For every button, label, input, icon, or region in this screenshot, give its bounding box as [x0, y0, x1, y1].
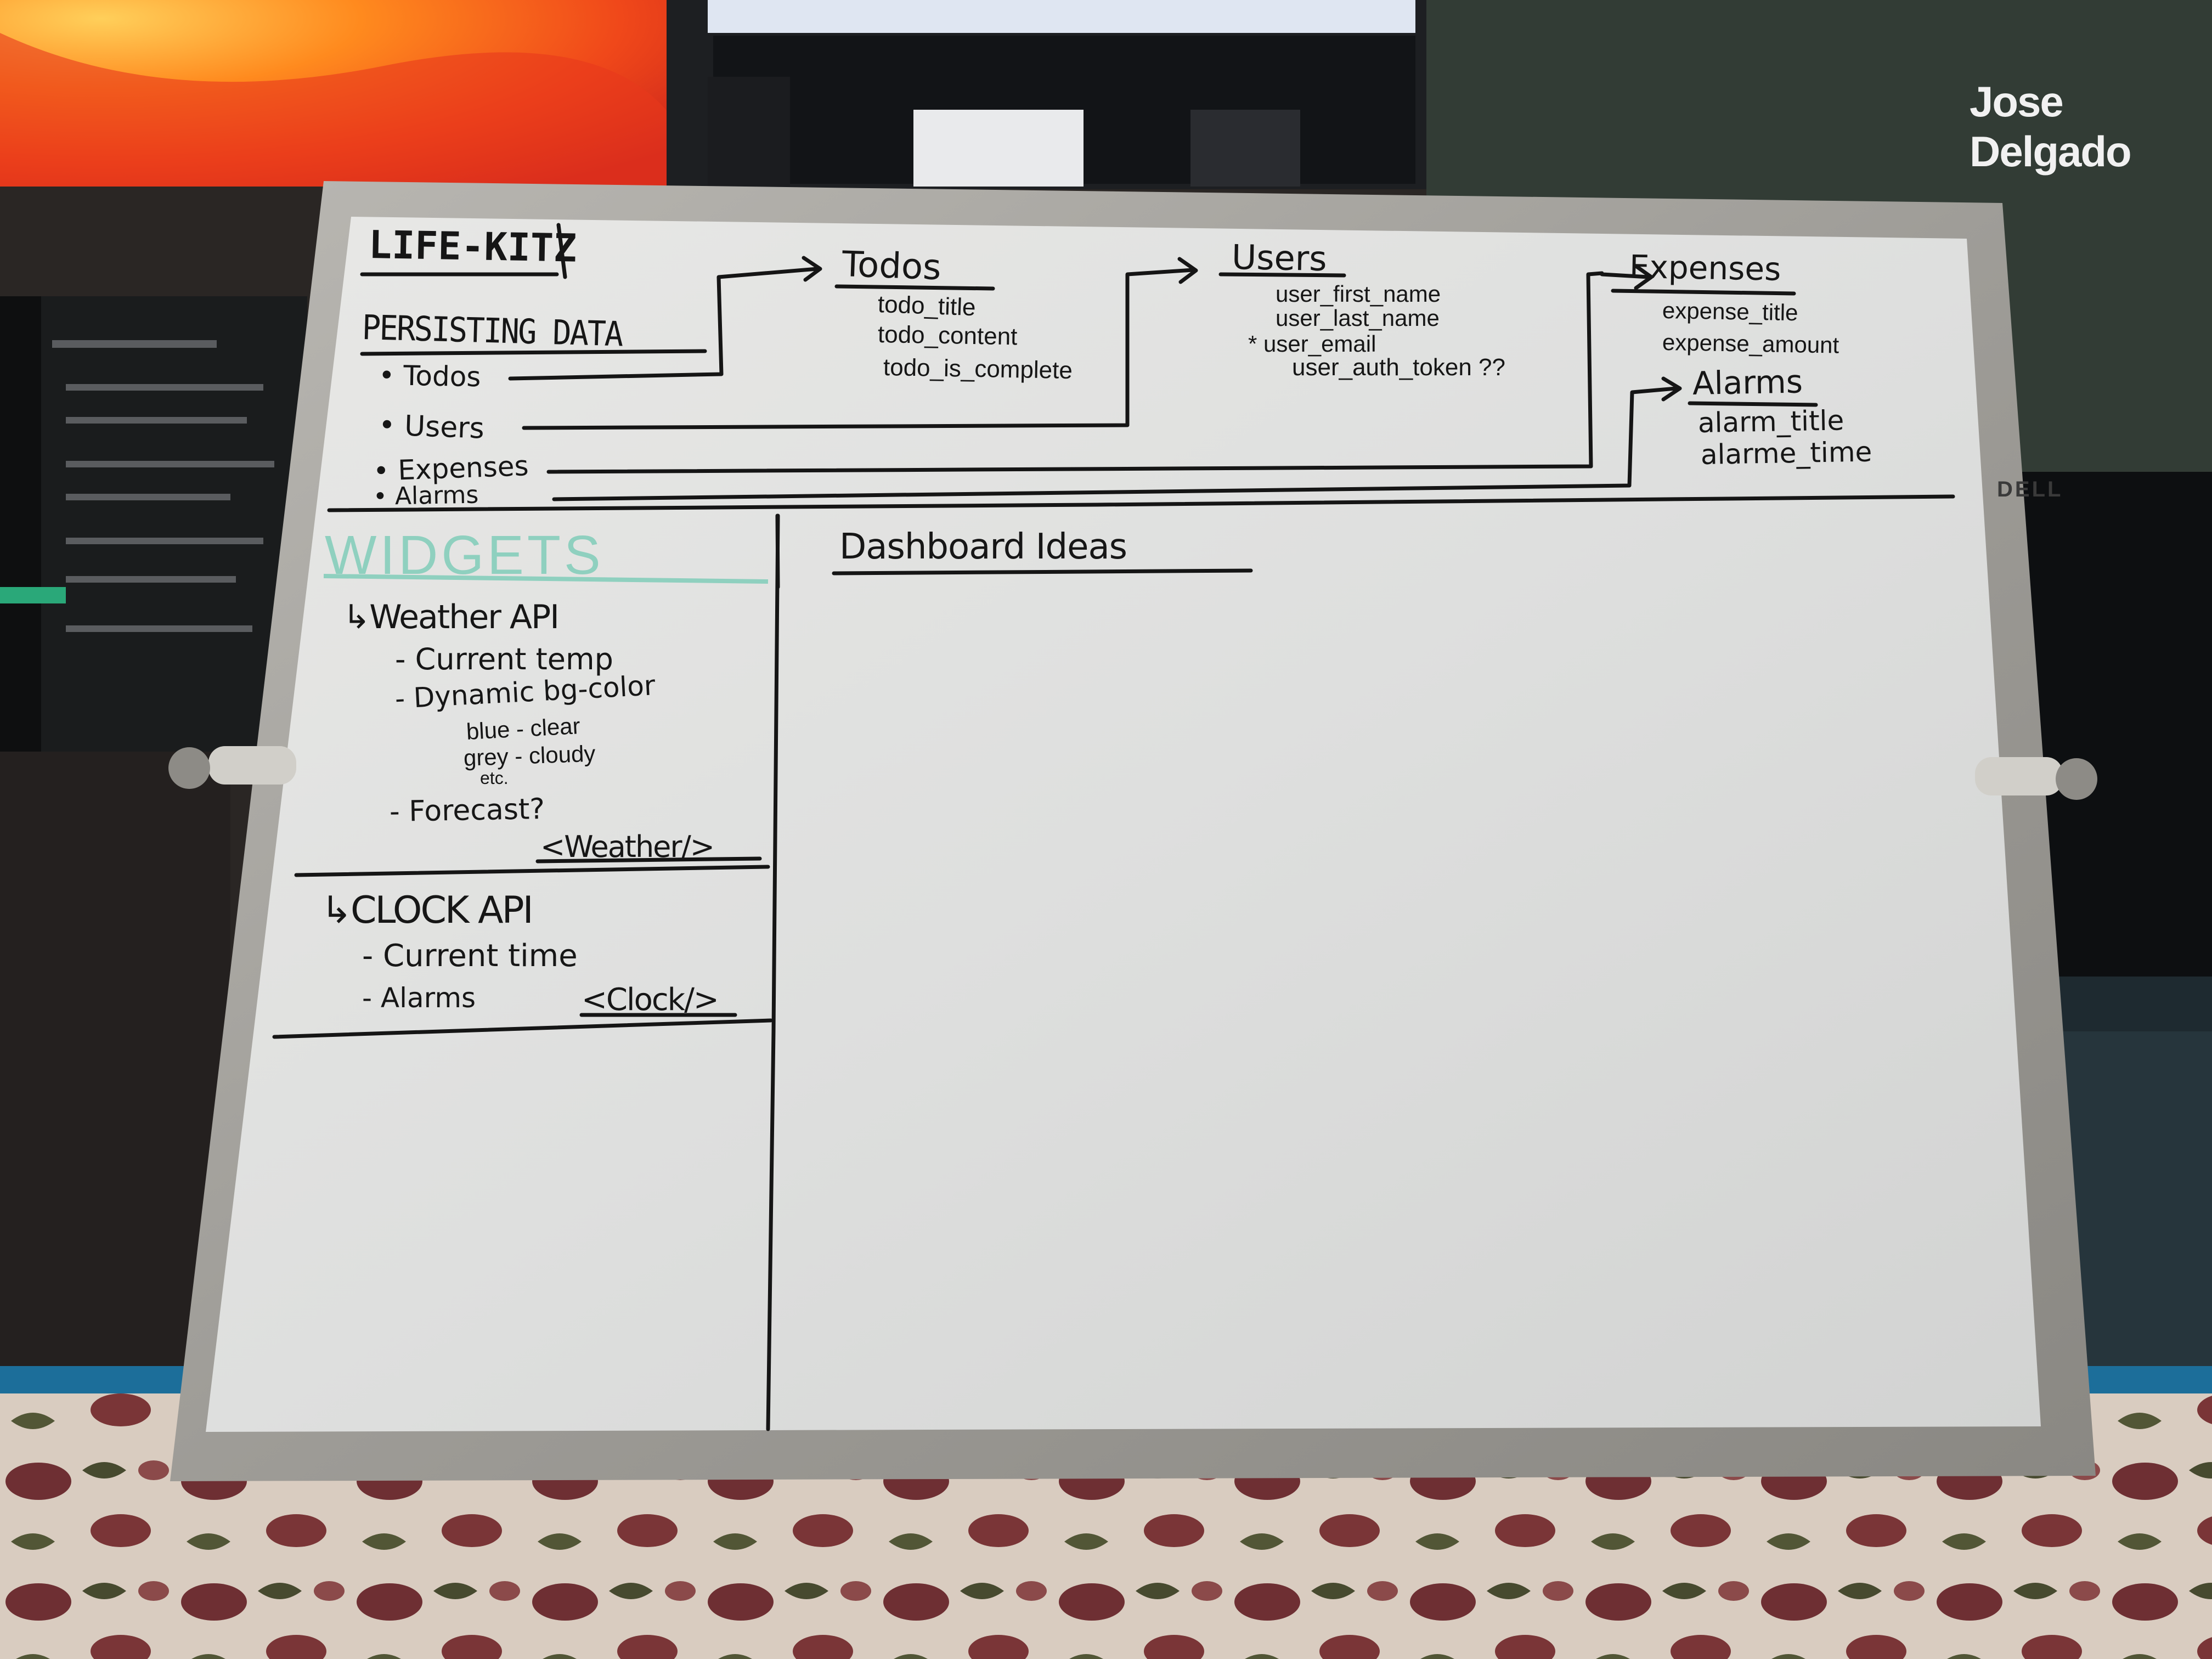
persisting-item-users: • Users — [377, 409, 485, 445]
expenses-field-title: expense_title — [1662, 297, 1798, 326]
weather-item-grey-cloudy: grey - cloudy — [463, 740, 596, 771]
dashboard-ideas-heading: Dashboard Ideas — [839, 527, 1127, 567]
todos-field-title: todo_title — [877, 291, 977, 321]
users-field-last-name: user_last_name — [1276, 305, 1440, 331]
weather-item-forecast: - Forecast? — [389, 793, 545, 828]
persisting-item-alarms: • Alarms — [373, 481, 479, 511]
todos-field-content: todo_content — [877, 321, 1018, 351]
todos-entity-title: Todos — [841, 244, 942, 289]
expenses-entity-title: Expenses — [1629, 248, 1781, 288]
board-title: LIFE-KITZ — [368, 222, 577, 271]
expenses-field-amount: expense_amount — [1662, 329, 1839, 358]
persisting-heading: PERSISTING DATA — [362, 307, 623, 354]
alarms-entity-title: Alarms — [1692, 363, 1803, 402]
weather-item-etc: etc. — [480, 768, 509, 788]
persisting-item-todos: • Todos — [378, 359, 481, 393]
alarms-field-time: alarme_time — [1700, 436, 1872, 471]
weather-api-title: ↳Weather API — [343, 598, 560, 636]
clock-component-tag: <Clock/> — [582, 982, 719, 1018]
todos-field-is-complete: todo_is_complete — [883, 354, 1073, 385]
widgets-heading: WIDGETS — [325, 524, 604, 586]
monitor-owner-name: Jose Delgado — [1970, 77, 2132, 176]
dell-logo: DELL — [1997, 477, 2063, 501]
weather-component-tag: <Weather/> — [540, 830, 715, 864]
users-field-auth-token: user_auth_token ?? — [1292, 354, 1505, 381]
clock-api-title: ↳CLOCK API — [321, 889, 534, 932]
users-field-first-name: user_first_name — [1276, 281, 1441, 307]
clock-item-current-time: - Current time — [362, 938, 578, 974]
users-field-email: * user_email — [1248, 331, 1376, 357]
weather-item-current-temp: - Current temp — [395, 642, 613, 676]
alarms-field-title: alarm_title — [1697, 404, 1844, 439]
users-entity-title: Users — [1231, 237, 1328, 279]
clock-item-alarms: - Alarms — [362, 982, 476, 1014]
